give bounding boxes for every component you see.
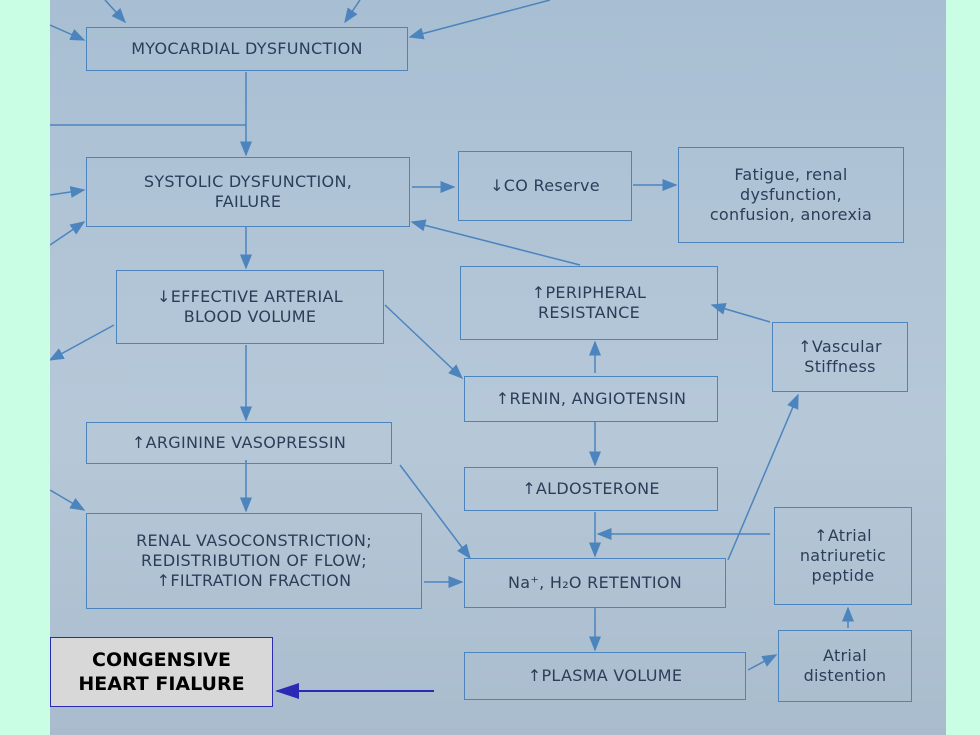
chf-line-1: CONGENSIVE [92, 649, 231, 671]
fatigue-line-3: confusion, anorexia [709, 205, 873, 224]
congestive-heart-failure-label: CONGENSIVE HEART FIALURE [50, 637, 273, 707]
aldosterone-label: ↑ALDOSTERONE [522, 479, 660, 498]
co-reserve-label: ↓CO Reserve [490, 176, 600, 195]
arginine-label: ↑ARGININE VASOPRESSIN [131, 433, 347, 452]
effective-line-2: BLOOD VOLUME [183, 307, 317, 326]
flow-arrows [50, 0, 854, 671]
chf-line-2: HEART FIALURE [78, 673, 245, 695]
vascular-line-2: Stiffness [804, 357, 876, 376]
renal-line-3: ↑FILTRATION FRACTION [156, 571, 352, 590]
renal-line-2: REDISTRIBUTION OF FLOW; [141, 551, 367, 570]
fatigue-line-1: Fatigue, renal [734, 165, 848, 184]
anp-line-3: peptide [811, 566, 875, 585]
renin-angiotensin-box: ↑RENIN, ANGIOTENSIN [464, 376, 718, 422]
plasma-volume-box: ↑PLASMA VOLUME [464, 652, 746, 700]
plasma-label: ↑PLASMA VOLUME [527, 666, 683, 685]
renin-label: ↑RENIN, ANGIOTENSIN [495, 389, 687, 408]
fatigue-line-2: dysfunction, [739, 185, 842, 204]
na-retention-label: Na⁺, H₂O RETENTION [507, 573, 683, 592]
renal-vasoconstriction-box: RENAL VASOCONSTRICTION; REDISTRIBUTION O… [86, 513, 422, 609]
myocardial-dysfunction-label: MYOCARDIAL DYSFUNCTION [131, 39, 363, 58]
atrial-distention-box: Atrial distention [778, 630, 912, 702]
atrial-line-2: distention [803, 666, 887, 685]
aldosterone-box: ↑ALDOSTERONE [464, 467, 718, 511]
systolic-line-2: FAILURE [214, 192, 282, 211]
arginine-vasopressin-box: ↑ARGININE VASOPRESSIN [86, 422, 392, 464]
effective-arterial-volume-box: ↓EFFECTIVE ARTERIAL BLOOD VOLUME [116, 270, 384, 344]
atrial-line-1: Atrial [822, 646, 867, 665]
systolic-line-1: SYSTOLIC DYSFUNCTION, [143, 172, 353, 191]
co-reserve-box: ↓CO Reserve [458, 151, 632, 221]
systolic-dysfunction-box: SYSTOLIC DYSFUNCTION, FAILURE [86, 157, 410, 227]
flowchart-photo: MYOCARDIAL DYSFUNCTION SYSTOLIC DYSFUNCT… [50, 0, 946, 735]
effective-line-1: ↓EFFECTIVE ARTERIAL [156, 287, 343, 306]
myocardial-dysfunction-box: MYOCARDIAL DYSFUNCTION [86, 27, 408, 71]
anp-line-2: natriuretic [799, 546, 887, 565]
renal-line-1: RENAL VASOCONSTRICTION; [136, 531, 372, 550]
peripheral-line-1: ↑PERIPHERAL [531, 283, 647, 302]
sodium-water-retention-box: Na⁺, H₂O RETENTION [464, 558, 726, 608]
peripheral-resistance-box: ↑PERIPHERAL RESISTANCE [460, 266, 718, 340]
peripheral-line-2: RESISTANCE [538, 303, 640, 322]
fatigue-box: Fatigue, renal dysfunction, confusion, a… [678, 147, 904, 243]
anp-line-1: ↑Atrial [814, 526, 872, 545]
vascular-line-1: ↑Vascular [798, 337, 882, 356]
vascular-stiffness-box: ↑Vascular Stiffness [772, 322, 908, 392]
atrial-natriuretic-peptide-box: ↑Atrial natriuretic peptide [774, 507, 912, 605]
